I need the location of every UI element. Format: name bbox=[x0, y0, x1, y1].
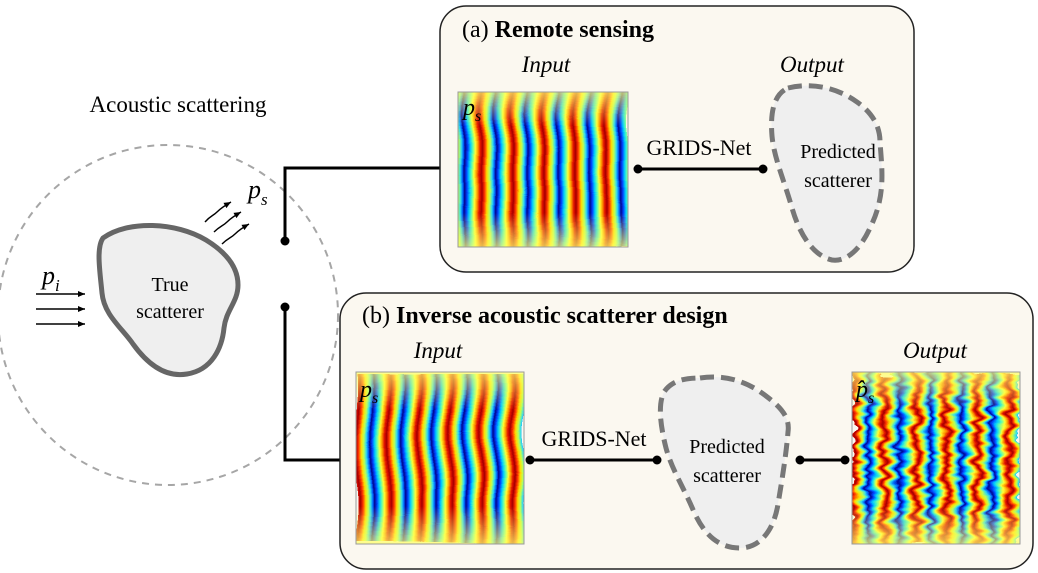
panel-b-title: (b) Inverse acoustic scatterer design bbox=[362, 303, 728, 329]
scattering-domain-circle bbox=[0, 144, 339, 486]
scattered-pressure-label: ps bbox=[246, 175, 268, 209]
acoustic-scattering-title: Acoustic scattering bbox=[90, 92, 267, 117]
panel-a-field-label: ps bbox=[461, 95, 481, 125]
incident-wave-arrows bbox=[36, 291, 85, 327]
panel-a-input-field-map bbox=[458, 92, 628, 247]
panel-b-output-connector bbox=[795, 455, 850, 465]
connector-to-panel-b bbox=[280, 302, 350, 465]
true-scatterer-label-line2: scatterer bbox=[136, 301, 204, 323]
panel-b-network-label: GRIDS-Net bbox=[541, 426, 646, 451]
panel-b-inverse-design: (b) Inverse acoustic scatterer design In… bbox=[339, 292, 1034, 570]
incident-pressure-label: pi bbox=[40, 261, 60, 295]
panel-b-output-label: Output bbox=[903, 338, 968, 363]
panel-b-output-field-map bbox=[852, 372, 1020, 544]
panel-a-input-label: Input bbox=[521, 52, 571, 77]
panel-b-predicted-line2: scatterer bbox=[693, 465, 761, 487]
panel-a-network-label: GRIDS-Net bbox=[646, 135, 751, 160]
panel-b-predicted-line1: Predicted bbox=[689, 436, 765, 458]
panel-b-predicted-scatterer bbox=[657, 374, 791, 551]
true-scatterer-shape bbox=[96, 222, 241, 378]
panel-b-input-label: Input bbox=[413, 338, 463, 363]
panel-a-predicted-scatterer bbox=[769, 83, 885, 263]
panel-a-output-label: Output bbox=[780, 52, 845, 77]
panel-b-network-connector bbox=[525, 455, 662, 465]
acoustic-scattering-section: Acoustic scattering pi True scatterer ps bbox=[0, 92, 339, 486]
panel-a-predicted-line1: Predicted bbox=[800, 141, 876, 163]
panel-b-output-field-label: p̂s bbox=[854, 377, 874, 407]
panel-b-input-field-label: ps bbox=[358, 377, 378, 407]
scattered-wave-arrows bbox=[204, 201, 250, 245]
panel-a-predicted-line2: scatterer bbox=[804, 170, 872, 192]
panel-b-input-field-map bbox=[356, 372, 524, 544]
panel-a-remote-sensing: (a) Remote sensing Input Output ps GRIDS… bbox=[439, 5, 915, 273]
panel-a-network-connector bbox=[633, 164, 768, 174]
true-scatterer-label-line1: True bbox=[151, 274, 188, 296]
connector-to-panel-a bbox=[280, 163, 454, 246]
panel-a-title: (a) Remote sensing bbox=[462, 17, 654, 43]
